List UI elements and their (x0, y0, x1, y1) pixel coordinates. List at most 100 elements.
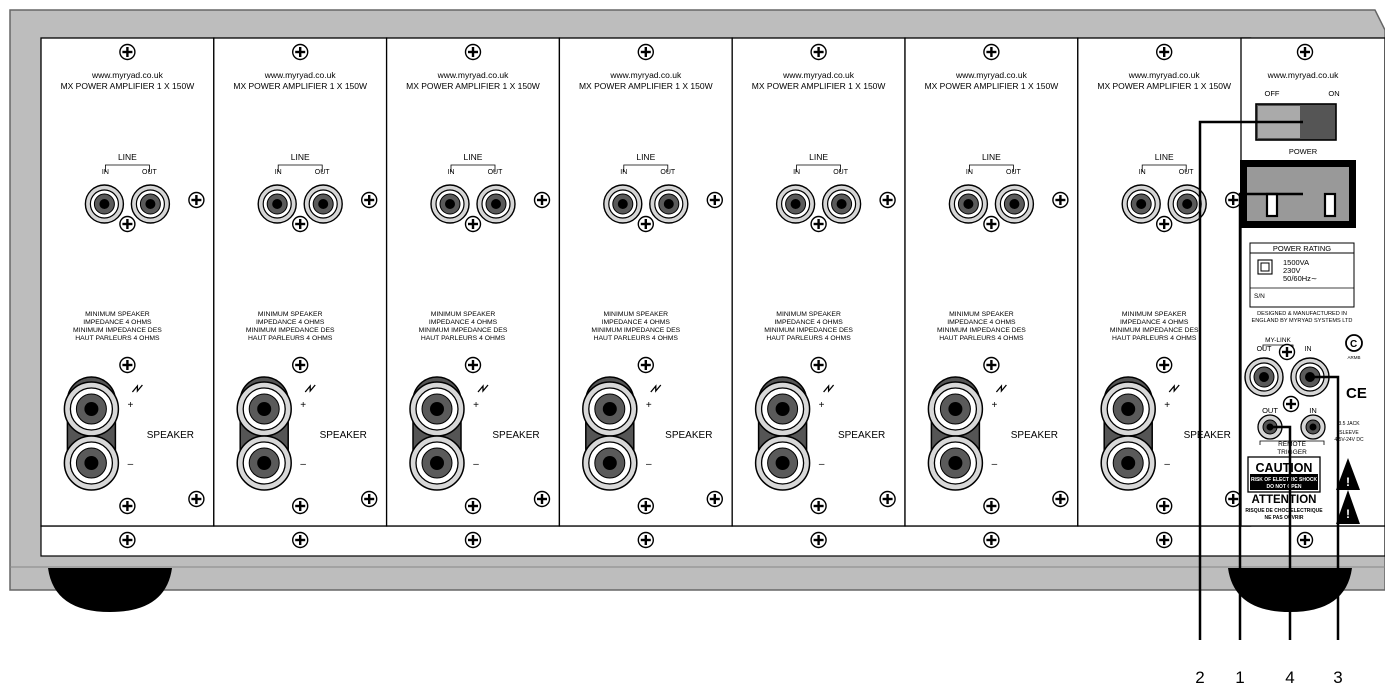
screw-icon (1051, 191, 1070, 209)
line-in-socket[interactable] (257, 184, 297, 224)
screw-icon (1051, 490, 1070, 508)
speaker-label: SPEAKER (1011, 430, 1058, 441)
line-out-socket[interactable] (476, 184, 516, 224)
screw-icon (809, 531, 828, 549)
module-model: MX POWER AMPLIFIER 1 X 150W (925, 81, 1059, 91)
line-out-socket[interactable] (130, 184, 171, 224)
screw-icon (637, 356, 655, 374)
module-website: www.myryad.co.uk (955, 70, 1028, 80)
screw-icon (1155, 215, 1173, 233)
line-out-socket[interactable] (994, 184, 1035, 224)
screw-icon (187, 191, 206, 209)
module-website: www.myryad.co.uk (1128, 70, 1201, 80)
line-out-socket[interactable] (649, 184, 689, 224)
impedance-note: MINIMUM SPEAKER (949, 311, 1014, 318)
impedance-note: HAUT PARLEURS 4 OHMS (421, 335, 506, 342)
impedance-note: MINIMUM IMPEDANCE DES (73, 327, 162, 334)
screw-icon (1224, 191, 1242, 209)
line-out-label: OUT (142, 169, 158, 176)
speaker-plus-terminal[interactable] (236, 381, 292, 437)
speaker-minus-terminal[interactable] (1100, 435, 1156, 491)
line-out-socket[interactable] (303, 184, 343, 224)
my-link-label: MY-LINK (1265, 337, 1291, 344)
lightning-icon (650, 384, 662, 393)
screw-icon (464, 497, 482, 515)
lightning-icon (995, 384, 1007, 393)
impedance-note: IMPEDANCE 4 OHMS (83, 319, 152, 326)
line-in-socket[interactable] (430, 184, 470, 224)
screw-icon (1282, 395, 1300, 413)
screw-icon (291, 497, 309, 515)
impedance-note: HAUT PARLEURS 4 OHMS (75, 335, 160, 342)
speaker-minus-terminal[interactable] (409, 435, 465, 491)
line-in-label: IN (1139, 169, 1146, 176)
minus-label: – (300, 459, 306, 470)
line-in-label: IN (793, 169, 800, 176)
speaker-plus-terminal[interactable] (1100, 381, 1156, 437)
speaker-plus-terminal[interactable] (582, 381, 638, 437)
screw-icon (637, 43, 655, 61)
line-out-label: OUT (315, 169, 331, 176)
speaker-plus-terminal[interactable] (63, 381, 120, 437)
speaker-minus-terminal[interactable] (582, 435, 638, 491)
speaker-plus-terminal[interactable] (927, 381, 984, 437)
screw-icon (706, 191, 724, 209)
impedance-note: MINIMUM SPEAKER (604, 311, 669, 318)
minus-label: – (992, 459, 998, 470)
screw-icon (1296, 531, 1314, 549)
screw-icon (1224, 490, 1242, 508)
line-in-socket[interactable] (603, 184, 643, 224)
remote-label: REMOTE (1278, 441, 1306, 448)
line-out-socket[interactable] (821, 184, 862, 224)
ce-mark: CE (1346, 385, 1367, 402)
lightning-icon (304, 384, 316, 393)
my-link-out-socket[interactable] (1244, 357, 1284, 397)
line-in-label: IN (620, 169, 627, 176)
screw-icon (464, 356, 482, 374)
impedance-note: MINIMUM IMPEDANCE DES (419, 327, 508, 334)
speaker-minus-terminal[interactable] (63, 435, 120, 491)
switch-off-label: OFF (1265, 89, 1280, 98)
line-label: LINE (636, 152, 655, 162)
callout-1: 1 (1235, 668, 1244, 687)
line-out-label: OUT (488, 169, 504, 176)
speaker-label: SPEAKER (492, 430, 539, 441)
line-in-socket[interactable] (948, 184, 989, 224)
svg-text:C: C (1350, 339, 1357, 350)
trigger-label: TRIGGER (1277, 449, 1307, 456)
plus-label: + (819, 400, 825, 411)
screw-icon (533, 490, 551, 508)
line-out-label: OUT (833, 169, 849, 176)
svg-text:!: ! (1346, 475, 1350, 489)
line-in-socket[interactable] (775, 184, 816, 224)
callout-4: 4 (1285, 668, 1294, 687)
impedance-note: MINIMUM IMPEDANCE DES (764, 327, 853, 334)
speaker-minus-terminal[interactable] (236, 435, 292, 491)
module-website: www.myryad.co.uk (437, 70, 510, 80)
line-in-socket[interactable] (1121, 184, 1161, 224)
screw-icon (809, 497, 828, 515)
trigger-in-jack[interactable] (1300, 414, 1326, 440)
lightning-icon (1168, 384, 1180, 393)
module-website: www.myryad.co.uk (91, 70, 164, 80)
attention-line-1: RISQUE DE CHOC ELECTRIQUE (1245, 508, 1323, 514)
impedance-note: MINIMUM IMPEDANCE DES (937, 327, 1026, 334)
screw-icon (464, 215, 482, 233)
screw-icon (1296, 43, 1314, 61)
screw-icon (878, 490, 897, 508)
line-out-label: OUT (660, 169, 676, 176)
line-in-socket[interactable] (84, 184, 125, 224)
plus-label: + (991, 400, 997, 411)
speaker-plus-terminal[interactable] (409, 381, 465, 437)
speaker-minus-terminal[interactable] (754, 435, 811, 491)
impedance-note: MINIMUM IMPEDANCE DES (1110, 327, 1199, 334)
designed-line-2: ENGLAND BY MYRYAD SYSTEMS LTD (1252, 318, 1353, 324)
minus-label: – (1164, 459, 1170, 470)
screw-icon (637, 215, 655, 233)
speaker-plus-terminal[interactable] (754, 381, 811, 437)
speaker-label: SPEAKER (1184, 430, 1231, 441)
warning-triangle-icon: ! (1336, 490, 1360, 524)
speaker-minus-terminal[interactable] (927, 435, 984, 491)
module-website: www.myryad.co.uk (782, 70, 855, 80)
speaker-label: SPEAKER (838, 430, 885, 441)
